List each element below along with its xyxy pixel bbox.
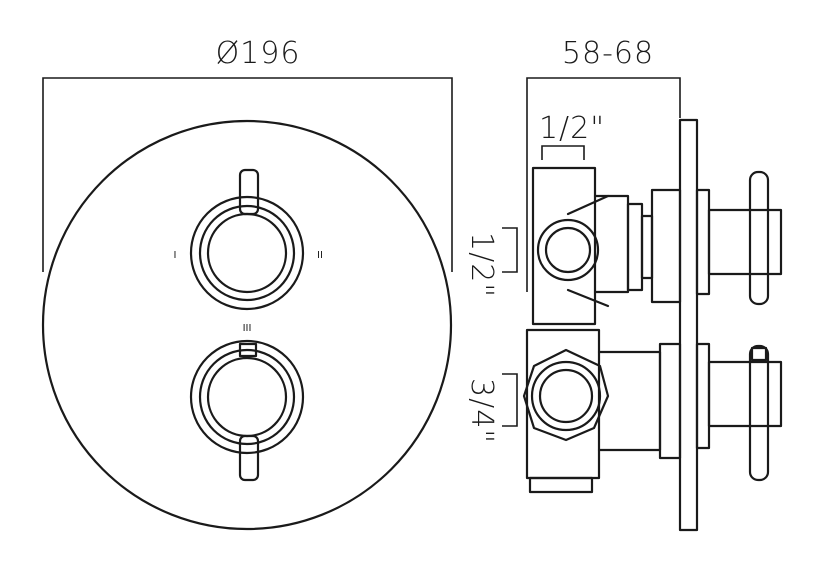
upper-seal bbox=[640, 214, 654, 280]
upper-knob-mid-ring bbox=[198, 204, 296, 302]
position-mark-2: II bbox=[317, 250, 323, 261]
lower-collar bbox=[658, 342, 682, 460]
diameter-dimension-bracket bbox=[42, 77, 453, 272]
lower-knob-indicator bbox=[238, 342, 258, 358]
lower-knob bbox=[189, 339, 305, 482]
lower-outlet-inner bbox=[538, 368, 594, 424]
lower-outlet-outer bbox=[530, 360, 602, 432]
lower-hex-nut bbox=[522, 348, 610, 442]
upper-valve-body bbox=[531, 166, 783, 326]
side-inlet-bracket bbox=[502, 227, 518, 273]
upper-body-neck bbox=[593, 194, 630, 294]
upper-inlet-inner bbox=[544, 226, 592, 274]
side-view: 58-68 1/2" 1/2" 3/4" bbox=[464, 36, 783, 532]
lower-valve-body bbox=[522, 328, 783, 494]
upper-spindle-plate bbox=[695, 188, 711, 296]
bottom-outlet-bracket bbox=[502, 373, 518, 427]
upper-handle-body bbox=[707, 208, 783, 276]
upper-handle-lever bbox=[748, 170, 770, 306]
upper-knob bbox=[189, 168, 305, 311]
position-mark-1: I bbox=[174, 250, 177, 261]
lower-body-neck bbox=[597, 350, 662, 452]
front-view: Ø196 I II III bbox=[41, 36, 453, 531]
depth-dimension-bracket bbox=[526, 77, 681, 292]
side-inlet-label: 1/2" bbox=[464, 232, 499, 298]
depth-label: 58-68 bbox=[562, 36, 654, 71]
lower-spindle-plate bbox=[695, 342, 711, 450]
position-mark-3: III bbox=[243, 323, 252, 334]
upper-knob-inner-ring bbox=[206, 212, 288, 294]
lower-knob-inner-ring bbox=[206, 356, 288, 438]
diameter-label: Ø196 bbox=[216, 36, 301, 71]
lower-handle-lever bbox=[748, 344, 770, 482]
top-inlet-bracket bbox=[541, 145, 585, 160]
bottom-outlet-label: 3/4" bbox=[464, 378, 499, 444]
upper-body-chamfer bbox=[566, 194, 610, 308]
faceplate-circle bbox=[41, 119, 453, 531]
lower-knob-mid-ring bbox=[198, 348, 296, 446]
top-inlet-label: 1/2" bbox=[539, 111, 605, 146]
upper-body-block bbox=[531, 166, 597, 326]
lower-foot bbox=[528, 476, 594, 494]
lower-handle-body bbox=[707, 360, 783, 428]
upper-knob-outer-ring bbox=[189, 195, 305, 311]
lower-handle-indicator bbox=[750, 346, 768, 362]
upper-collar bbox=[650, 188, 682, 304]
upper-inlet-outer bbox=[536, 218, 600, 282]
upper-nut bbox=[626, 202, 644, 292]
lower-knob-outer-ring bbox=[189, 339, 305, 455]
wall-plate bbox=[678, 118, 699, 532]
